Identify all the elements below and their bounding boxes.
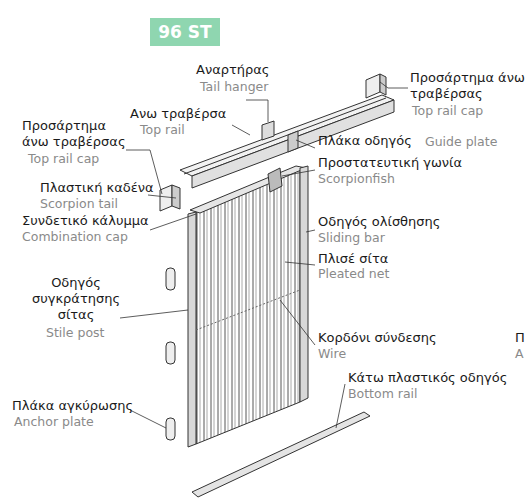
part-name: Anchor plate bbox=[14, 414, 94, 430]
part-name: Top rail cap bbox=[412, 103, 483, 119]
guide-plate-label: Πλάκα οδηγός bbox=[318, 133, 412, 149]
part-name: Pleated net bbox=[318, 266, 389, 282]
part-name: Guide plate bbox=[425, 134, 497, 150]
bottom-rail bbox=[192, 412, 370, 497]
guide-plate bbox=[288, 131, 298, 152]
pleated-net-label: Πλισέ σίτα bbox=[318, 251, 388, 267]
model-code: 96 ST bbox=[158, 22, 211, 42]
bottom-rail-label: Κάτω πλαστικός οδηγός bbox=[348, 370, 507, 386]
part-name: Scorpion tail bbox=[40, 196, 118, 212]
tail-hanger-label: Αναρτήρας bbox=[196, 62, 270, 78]
top-rail-cap bbox=[366, 74, 380, 98]
anchor-plate bbox=[166, 342, 175, 364]
scorpionfish bbox=[268, 168, 282, 192]
stile-post bbox=[188, 212, 196, 447]
stile-post-label: Οδηγός συγκράτησης σίτας bbox=[30, 275, 122, 323]
scorpionfish-label: Προστατευτική γωνία bbox=[318, 155, 462, 171]
top-rail-label: Ανω τραβέρσα bbox=[130, 106, 226, 122]
part-name: Scorpionfish bbox=[318, 171, 395, 187]
part-name: Stile post bbox=[46, 325, 104, 341]
pleated-net bbox=[196, 170, 300, 444]
part-name: Wire bbox=[318, 346, 346, 362]
part-name: Tail hanger bbox=[200, 79, 268, 95]
top-rail-cap bbox=[160, 185, 172, 211]
wire bbox=[196, 290, 300, 330]
sliding-bar-label: Οδηγός ολίσθησης bbox=[318, 214, 440, 230]
top-rail-cap-label: Προσάρτημα άνω τραβέρσας bbox=[410, 70, 525, 102]
anchor-plate bbox=[166, 268, 175, 290]
wire-label: Κορδόνι σύνδεσης bbox=[318, 330, 437, 346]
part-name: Bottom rail bbox=[348, 386, 418, 402]
combination-cap bbox=[190, 166, 306, 213]
anchor-plate-label: Πλάκα αγκύρωσης bbox=[12, 398, 133, 414]
part-name: Combination cap bbox=[22, 229, 128, 245]
cut-off-label: A bbox=[515, 346, 524, 362]
cut-off-label: Π bbox=[515, 330, 525, 346]
scorpion-tail-label: Πλαστική καδένα bbox=[40, 180, 154, 196]
part-name: Top rail cap bbox=[28, 151, 99, 167]
sliding-bar bbox=[300, 166, 308, 402]
combination-cap-label: Συνδετικό κάλυμμα bbox=[22, 213, 149, 229]
part-name: Top rail bbox=[140, 122, 185, 138]
top-rail-cap-label: Προσάρτημα άνω τραβέρσας bbox=[22, 118, 130, 150]
part-name: Sliding bar bbox=[318, 230, 385, 246]
anchor-plate bbox=[166, 418, 175, 440]
model-badge: 96 ST bbox=[150, 18, 220, 46]
tail-hanger bbox=[262, 121, 274, 140]
